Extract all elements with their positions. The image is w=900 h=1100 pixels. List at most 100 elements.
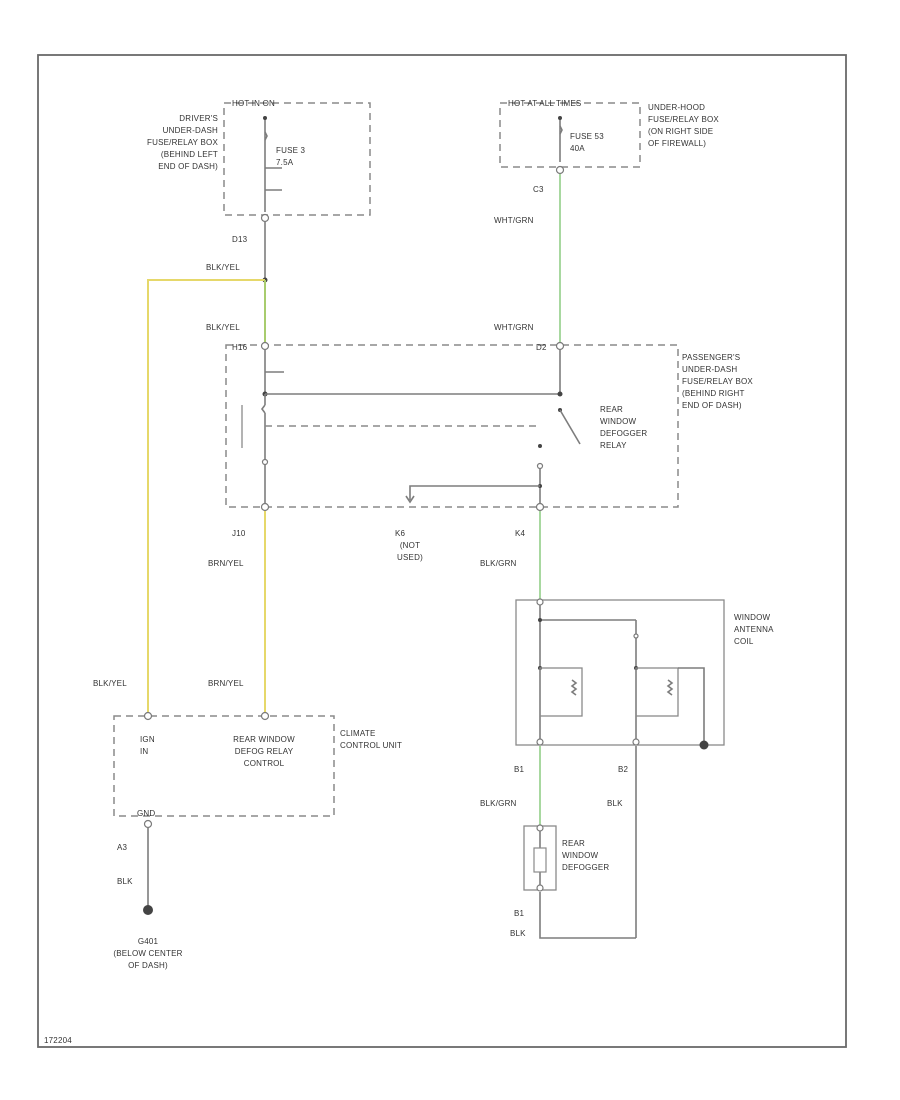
climate-unit-label-2: CONTROL UNIT — [340, 741, 402, 750]
antenna-coil-pin-b2 — [632, 738, 640, 746]
fuse53-rating: 40A — [570, 144, 585, 153]
wire-label-wht-grn-mid: WHT/GRN — [494, 323, 534, 332]
rear-window-defogger: REAR WINDOW DEFOGGER — [523, 824, 609, 892]
underhood-fuse-box-desc-4: OF FIREWALL) — [648, 139, 706, 148]
climate-control-unit-outline — [113, 715, 335, 817]
antenna-coil-node-1 — [538, 618, 542, 622]
connector-d13-label: D13 — [232, 235, 248, 244]
climate-pin-control-3: CONTROL — [244, 759, 285, 768]
climate-pin-ign-1: IGN — [140, 735, 155, 744]
fuse3-name: FUSE 3 — [276, 146, 306, 155]
fuse3-top-node — [263, 116, 267, 120]
passengers-fuse-box-desc-1: PASSENGER'S — [682, 353, 740, 362]
antenna-coil-winding-1 — [539, 667, 583, 717]
antenna-coil-node-2 — [633, 633, 639, 639]
antenna-coil-pin-b1-label: B1 — [514, 765, 525, 774]
passengers-fuse-box-desc-5: END OF DASH) — [682, 401, 742, 410]
fuse53-symbol — [559, 125, 563, 135]
fuse3-symbol — [264, 131, 268, 141]
connector-h16-terminal — [260, 341, 270, 351]
wire-label-wht-grn-top: WHT/GRN — [494, 216, 534, 225]
climate-pin-ign-2: IN — [140, 747, 148, 756]
climate-unit-label-1: CLIMATE — [340, 729, 375, 738]
drivers-fuse-box-desc-1: DRIVER'S — [179, 114, 218, 123]
ground-label-3: OF DASH) — [128, 961, 168, 970]
wire-label-blk-1: BLK — [607, 799, 623, 808]
drivers-fuse-box-header: HOT IN ON — [232, 99, 275, 108]
connector-j10-terminal — [260, 502, 270, 512]
wire-defogger-return — [539, 892, 636, 939]
connector-c3-terminal — [555, 165, 565, 175]
connector-k4-label: K4 — [515, 529, 526, 538]
connector-d13-terminal — [260, 213, 270, 223]
defogger-input — [536, 824, 544, 832]
antenna-coil-ground — [699, 740, 709, 750]
antenna-coil-input — [536, 598, 544, 606]
connector-k4-terminal — [535, 502, 545, 512]
underhood-fuse-box: HOT AT ALL TIMES FUSE 53 40A UNDER-HOOD … — [499, 99, 719, 168]
relay-output-node — [536, 462, 544, 470]
underhood-fuse-box-desc-3: (ON RIGHT SIDE — [648, 127, 713, 136]
antenna-coil-ground-lead — [678, 667, 705, 745]
wire-label-blk-2: BLK — [510, 929, 526, 938]
underhood-fuse-box-desc-1: UNDER-HOOD — [648, 103, 705, 112]
climate-pin-control-2: DEFOG RELAY — [235, 747, 294, 756]
wire-label-brn-yel-low: BRN/YEL — [208, 679, 244, 688]
climate-connector-label: A3 — [117, 843, 128, 852]
wire-label-brn-yel-mid: BRN/YEL — [208, 559, 244, 568]
k6-arrow — [405, 495, 415, 504]
defogger-label-1: REAR — [562, 839, 585, 848]
fuse53-top-node — [558, 116, 562, 120]
antenna-coil-outline — [515, 599, 725, 746]
wire-label-blk-grn-2: BLK/GRN — [480, 799, 517, 808]
connector-c3-label: C3 — [533, 185, 544, 194]
underhood-fuse-box-outline — [499, 102, 641, 168]
climate-control-unit: IGN IN REAR WINDOW DEFOG RELAY CONTROL G… — [113, 711, 402, 818]
window-antenna-coil: WINDOW ANTENNA COIL — [515, 598, 774, 750]
relay-label-4: RELAY — [600, 441, 627, 450]
not-used-label-1: (NOT — [400, 541, 420, 550]
climate-gnd-terminal — [143, 819, 153, 829]
defogger-label-3: DEFOGGER — [562, 863, 609, 872]
wire-label-blk-yel-top: BLK/YEL — [206, 263, 240, 272]
ground-label-2: (BELOW CENTER — [113, 949, 182, 958]
drivers-fuse-box-desc-3: FUSE/RELAY BOX — [147, 138, 218, 147]
drivers-fuse-box-desc-4: (BEHIND LEFT — [161, 150, 218, 159]
wire-to-k6 — [409, 485, 540, 500]
passengers-fuse-box-desc-4: (BEHIND RIGHT — [682, 389, 745, 398]
ground-g401-symbol — [143, 905, 153, 915]
antenna-coil-label-2: ANTENNA — [734, 625, 774, 634]
wire-label-blk-yel-mid: BLK/YEL — [206, 323, 240, 332]
relay-switch-arm — [559, 409, 581, 445]
antenna-coil-winding-1-symbol — [570, 679, 578, 696]
connector-k6-label: K6 — [395, 529, 406, 538]
underhood-fuse-box-header: HOT AT ALL TIMES — [508, 99, 581, 108]
not-used-label-2: USED) — [397, 553, 423, 562]
antenna-coil-pin-b1 — [536, 738, 544, 746]
wire-label-blk-grn-1: BLK/GRN — [480, 559, 517, 568]
fuse53-name: FUSE 53 — [570, 132, 604, 141]
defogger-element — [533, 847, 547, 873]
passengers-fuse-box-outline — [225, 344, 679, 508]
drivers-fuse-box: HOT IN ON FUSE 3 7.5A DRIVER'S UNDER-DAS… — [147, 99, 371, 216]
underhood-fuse-box-desc-2: FUSE/RELAY BOX — [648, 115, 719, 124]
antenna-coil-label-1: WINDOW — [734, 613, 771, 622]
connector-j10-label: J10 — [232, 529, 246, 538]
wire-blk-yel-to-climate — [147, 279, 265, 712]
antenna-coil-pin-b2-label: B2 — [618, 765, 629, 774]
wire-label-blk-yel-low: BLK/YEL — [93, 679, 127, 688]
wire-label-blk-3: BLK — [117, 877, 133, 886]
ground-label-1: G401 — [138, 937, 159, 946]
internal-left-lower-node — [261, 458, 269, 466]
passengers-fuse-box: H16 D2 REAR WINDOW DEFOGGER RELAY PASSEN… — [225, 341, 753, 512]
fuse3-rating: 7.5A — [276, 158, 294, 167]
relay-coil-left — [261, 394, 266, 460]
defogger-output — [536, 884, 544, 892]
defogger-label-2: WINDOW — [562, 851, 599, 860]
passengers-fuse-box-desc-2: UNDER-DASH — [682, 365, 737, 374]
climate-pin-gnd: GND — [137, 809, 155, 818]
connector-d2-terminal — [555, 341, 565, 351]
defogger-pin-label: B1 — [514, 909, 525, 918]
climate-control-terminal — [260, 711, 270, 721]
